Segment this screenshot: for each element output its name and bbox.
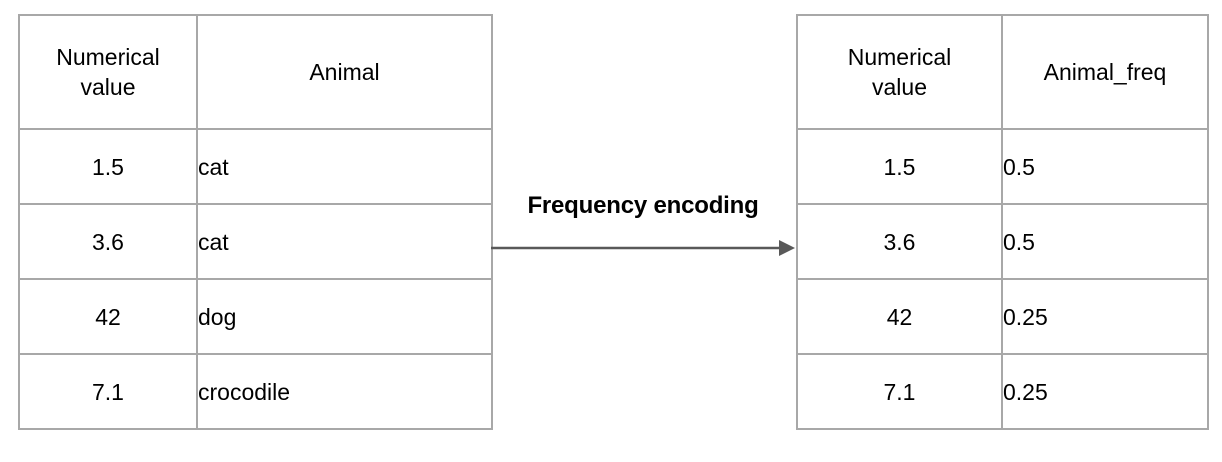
table-row: 3.6 0.5 [796,203,1209,280]
column-header-line-1: Numerical [56,44,160,70]
cell-numerical-value: 7.1 [18,353,198,430]
table-row: 7.1 crocodile [18,353,493,430]
column-header-numerical-value: Numerical value [18,14,198,130]
column-header-animal: Animal [196,14,493,130]
cell-numerical-value: 3.6 [796,203,1003,280]
cell-numerical-value: 1.5 [18,128,198,205]
cell-animal-freq: 0.25 [1001,353,1209,430]
column-header-line-1: Numerical [847,44,952,70]
cell-animal: cat [196,128,493,205]
table-header-row: Numerical value Animal [18,14,493,130]
column-header-line-2: value [80,74,136,100]
table-row: 1.5 0.5 [796,128,1209,205]
cell-animal: crocodile [196,353,493,430]
cell-animal-freq: 0.5 [1001,203,1209,280]
table-row: 1.5 cat [18,128,493,205]
transform-label: Frequency encoding [527,192,759,219]
cell-animal-freq: 0.5 [1001,128,1209,205]
column-header-numerical-value: Numerical value [796,14,1003,130]
cell-numerical-value: 42 [796,278,1003,355]
source-table: Numerical value Animal 1.5 cat 3.6 cat 4… [18,14,493,430]
cell-animal: dog [196,278,493,355]
cell-numerical-value: 1.5 [796,128,1003,205]
column-header-animal-freq: Animal_freq [1001,14,1209,130]
encoded-table: Numerical value Animal_freq 1.5 0.5 3.6 … [796,14,1209,430]
cell-animal-freq: 0.25 [1001,278,1209,355]
column-header-line-2: value [872,74,927,100]
table-header-row: Numerical value Animal_freq [796,14,1209,130]
table-row: 3.6 cat [18,203,493,280]
table-row: 7.1 0.25 [796,353,1209,430]
table-row: 42 dog [18,278,493,355]
cell-numerical-value: 7.1 [796,353,1003,430]
cell-numerical-value: 3.6 [18,203,198,280]
table-row: 42 0.25 [796,278,1209,355]
arrow-right-icon [491,240,795,256]
cell-animal: cat [196,203,493,280]
cell-numerical-value: 42 [18,278,198,355]
